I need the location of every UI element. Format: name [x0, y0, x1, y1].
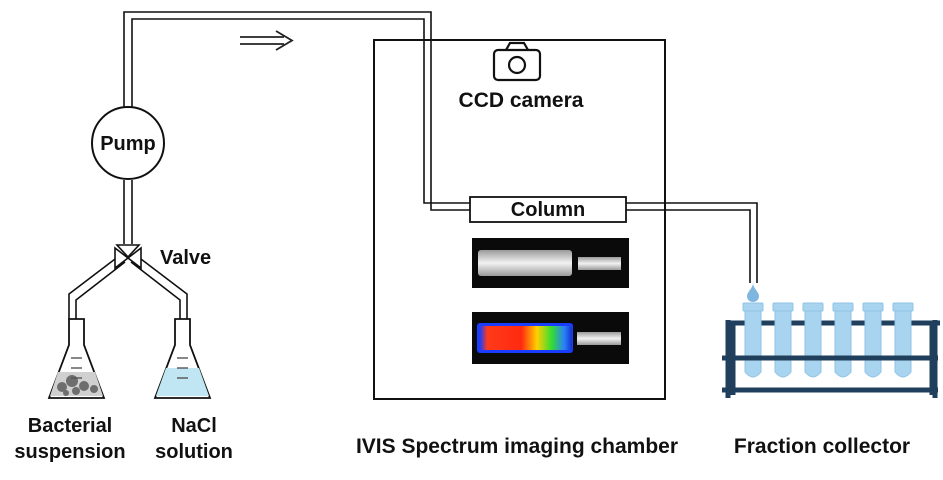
fraction-collector [722, 302, 940, 398]
nacl-label-line1: NaCl [171, 415, 217, 437]
right-arrow-icon [240, 30, 294, 51]
droplet-icon [747, 283, 759, 302]
nacl-flask [153, 318, 212, 399]
rack-front [722, 320, 938, 398]
tubing-outlet [626, 202, 758, 283]
chamber-label: IVIS Spectrum imaging chamber [356, 435, 678, 458]
imaging-chamber-box [373, 39, 666, 400]
test-tubes [742, 302, 914, 378]
tubing-inlet [123, 11, 470, 211]
valve-label: Valve [160, 247, 211, 269]
bacterial-flask [47, 318, 106, 399]
fraction-collector-label: Fraction collector [734, 435, 910, 458]
three-way-valve-icon [114, 244, 142, 270]
pump: Pump [91, 106, 165, 180]
column: Column [469, 196, 627, 223]
camera-icon [492, 41, 542, 82]
column-label: Column [511, 199, 585, 221]
bacterial-label-line2: suspension [14, 441, 125, 463]
pump-label: Pump [100, 133, 156, 155]
bacterial-label-line1: Bacterial [28, 415, 113, 437]
tubing-supply [68, 180, 188, 320]
luminescence-image [472, 312, 629, 364]
ccd-camera-label: CCD camera [459, 89, 584, 112]
nacl-label-line2: solution [155, 441, 233, 463]
column-photo [472, 238, 629, 288]
